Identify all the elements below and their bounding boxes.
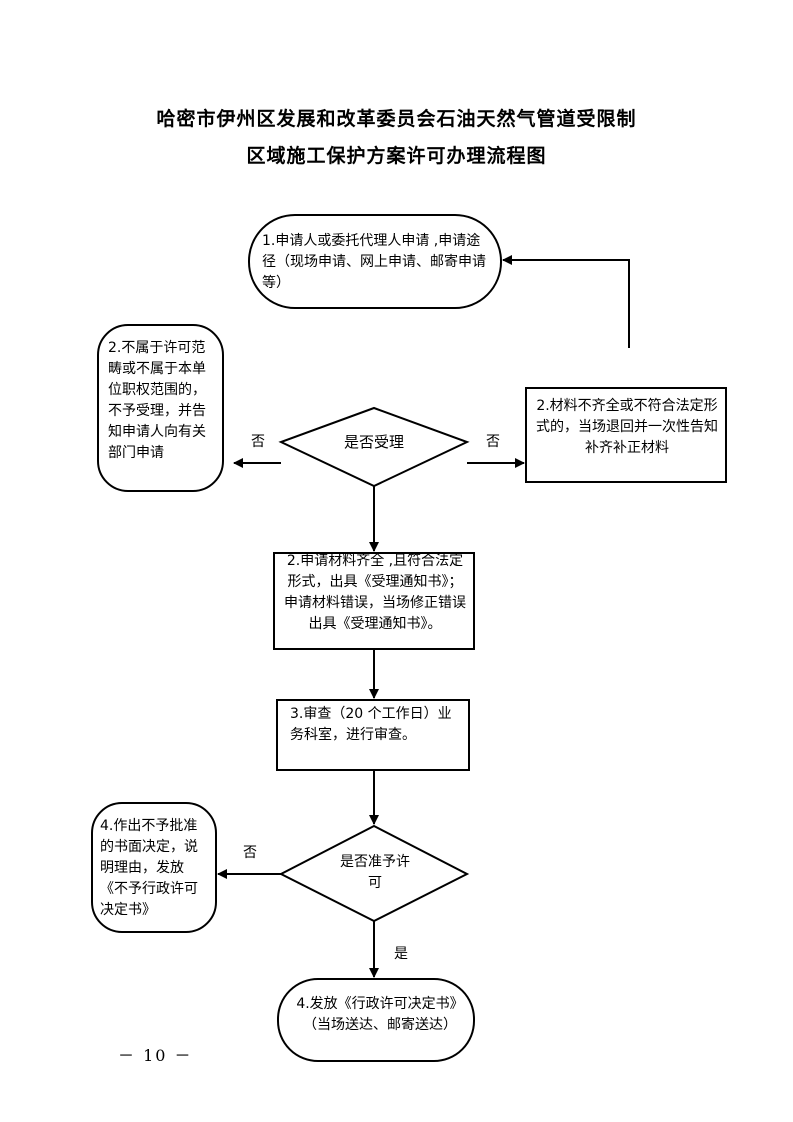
- node-apply-text: 1.申请人或委托代理人申请 ,申请途径（现场申请、网上申请、邮寄申请等）: [262, 232, 486, 291]
- node-grant-decision-text: 是否准予许可: [340, 854, 410, 891]
- edge-incomplete-to-apply: [502, 255, 630, 348]
- node-incomplete-text: 2.材料不齐全或不符合法定形式的，当场退回并一次性告知补齐补正材料: [536, 397, 718, 456]
- node-grant-decision: 是否准予许可: [334, 850, 416, 896]
- node-issue-shape: [277, 978, 475, 1062]
- edge-label-no-reject: 否: [243, 845, 257, 861]
- node-accept-decision-text: 是否受理: [343, 432, 404, 451]
- page-number: － 10 －: [118, 1046, 193, 1065]
- node-issue: 4.发放《行政许可决定书》（当场送达、邮寄送达）: [296, 992, 464, 1038]
- node-complete: 2.申请材料齐全 ,且符合法定形式，出具《受理通知书》；申请材料错误，当场修正错…: [284, 553, 466, 632]
- node-incomplete: 2.材料不齐全或不符合法定形式的，当场退回并一次性告知补齐补正材料: [536, 394, 718, 460]
- node-not-in-scope-text: 2.不属于许可范畴或不属于本单位职权范围的，不予受理，并告知申请人向有关部门申请: [108, 340, 206, 461]
- node-not-in-scope: 2.不属于许可范畴或不属于本单位职权范围的，不予受理，并告知申请人向有关部门申请: [108, 340, 216, 462]
- edge-label-yes-grant: 是: [394, 946, 408, 962]
- node-incomplete-shape: [525, 387, 727, 483]
- diagram-title-line1: 哈密市伊州区发展和改革委员会石油天然气管道受限制: [156, 108, 637, 130]
- node-apply-shape: [248, 214, 502, 309]
- node-review-text: 3.审查（20 个工作日）业务科室，进行审查。: [290, 706, 452, 743]
- node-complete-text: 2.申请材料齐全 ,且符合法定形式，出具《受理通知书》；申请材料错误，当场修正错…: [284, 553, 466, 632]
- node-reject-text: 4.作出不予批准的书面决定，说明理由，发放《不予行政许可决定书》: [100, 817, 198, 918]
- node-review: 3.审查（20 个工作日）业务科室，进行审查。: [290, 703, 458, 747]
- edge-label-no-left: 否: [251, 434, 265, 450]
- node-not-in-scope-shape: [97, 324, 224, 492]
- node-accept-decision: 是否受理: [324, 430, 424, 454]
- node-reject: 4.作出不予批准的书面决定，说明理由，发放《不予行政许可决定书》: [100, 818, 210, 918]
- edge-label-no-right: 否: [486, 434, 500, 450]
- node-reject-shape: [91, 802, 217, 933]
- node-apply: 1.申请人或委托代理人申请 ,申请途径（现场申请、网上申请、邮寄申请等）: [262, 228, 490, 296]
- node-issue-text: 4.发放《行政许可决定书》（当场送达、邮寄送达）: [296, 996, 464, 1033]
- diagram-title-line2: 区域施工保护方案许可办理流程图: [246, 145, 547, 167]
